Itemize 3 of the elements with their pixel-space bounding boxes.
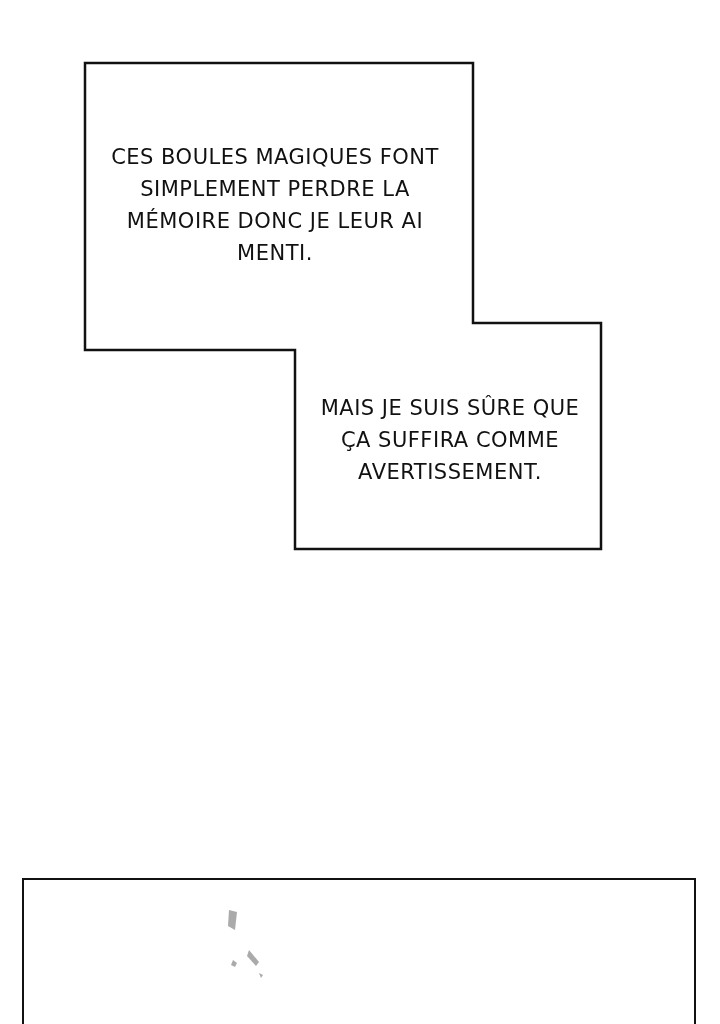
caption-text: CES BOULES MAGIQUES FONT SIMPLEMENT PERDRE LA MÉMOIRE DONC JE LEUR AI MENTI. — [110, 144, 440, 267]
comic-panel — [22, 878, 696, 1024]
caption-text: MAIS JE SUIS SÛRE QUE ÇA SUFFIRA COMME AVERTISSEMENT. — [320, 394, 580, 486]
